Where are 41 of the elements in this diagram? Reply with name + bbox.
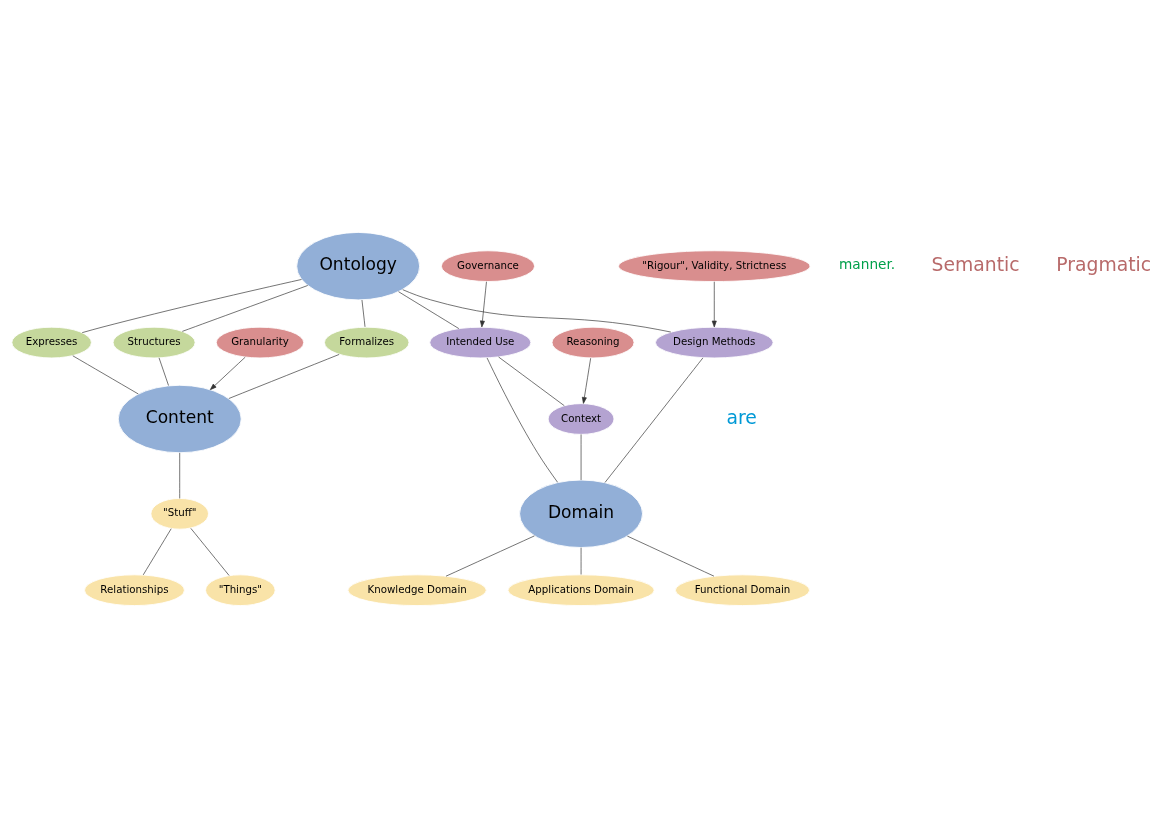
node-ellipse: Expresses [11,326,92,359]
node-ellipse: Domain [519,479,643,548]
connector [361,299,366,328]
connector [445,535,535,577]
connector [72,355,139,395]
label: Pragmatic [1056,253,1152,275]
node-ellipse: Applications Domain [507,574,655,606]
connector [190,528,230,576]
node-ellipse: Knowledge Domain [347,574,487,606]
connector [498,356,565,407]
node-ellipse: Formalizes [324,326,410,359]
node-ellipse: Relationships [84,574,185,606]
node-ellipse: Granularity [215,326,305,359]
node-ellipse: Intended Use [429,326,532,359]
arrow [711,281,717,328]
arrow [480,281,487,328]
connector [181,285,309,332]
connector [398,291,460,329]
node-ellipse: "Stuff" [150,498,209,530]
node-ellipse: Context [547,403,615,435]
connector [626,535,715,577]
node-ellipse: Reasoning [551,326,635,359]
connector [604,357,704,483]
arrow [209,356,246,390]
label: Semantic [931,253,1020,275]
label: are [726,406,757,428]
label: manner. [839,256,896,273]
connector [158,357,169,386]
connector [142,528,172,576]
node-ellipse: Ontology [296,232,421,301]
node-ellipse: "Rigour", Validity, Strictness [618,250,811,282]
node-ellipse: Structures [112,326,196,359]
arrow [581,357,591,404]
node-ellipse: Design Methods [655,326,774,359]
connector [228,354,340,399]
node-ellipse: Governance [440,250,535,282]
node-ellipse: Functional Domain [674,574,810,606]
node-ellipse: "Things" [205,574,276,606]
connector [402,289,672,333]
connector [81,279,302,333]
connector [486,357,558,483]
